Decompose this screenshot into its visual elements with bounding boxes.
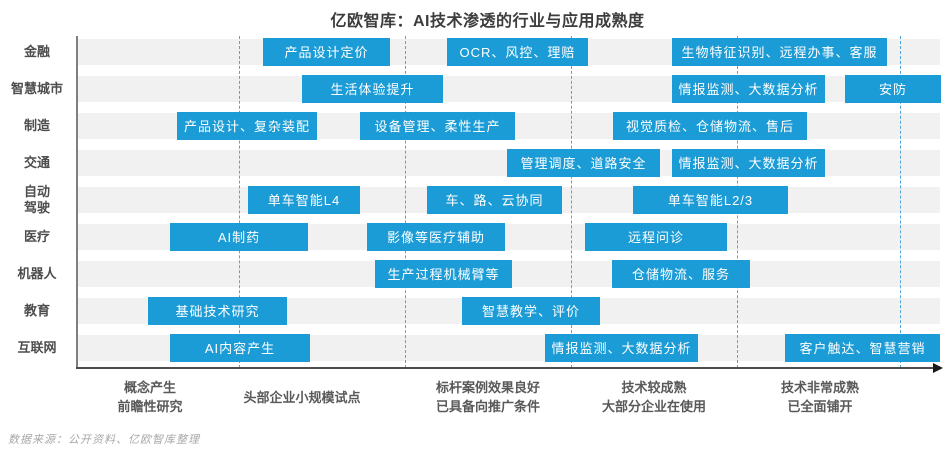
maturity-bar: 产品设计、复杂装配 [177,111,317,140]
maturity-bar: 情报监测、大数据分析 [672,148,825,177]
stage-label-line: 概念产生 [123,380,177,395]
maturity-bar: 仓储物流、服务 [612,259,750,288]
maturity-bar: 远程问诊 [585,222,727,251]
row-label: 金融 [0,33,74,71]
maturity-bar: 产品设计定价 [263,37,390,66]
stage-label-line: 技术非常成熟 [780,380,860,395]
row-label-line: 自动 [23,183,50,199]
stage-gridline [571,36,572,368]
maturity-bar: 生产过程机械臂等 [375,259,512,288]
stage-label: 头部企业小规模试点 [243,376,360,418]
maturity-bar: 基础技术研究 [148,296,287,325]
maturity-bar: 设备管理、柔性生产 [360,111,515,140]
row-label-line: 教育 [23,302,50,318]
row-label-line: 制造 [23,117,50,133]
stage-label: 概念产生前瞻性研究 [117,376,182,418]
maturity-bar: 情报监测、大数据分析 [672,74,825,103]
maturity-bar: 单车智能L4 [248,185,360,214]
stage-gridline [239,36,240,368]
maturity-bar: 情报监测、大数据分析 [545,333,698,362]
row-label-line: 金融 [23,43,50,59]
maturity-bar: 客户触达、智慧营销 [785,333,940,362]
row-label-line: 智慧城市 [10,80,63,96]
row-label-line: 交通 [23,154,50,170]
stage-label-line: 大部分企业在使用 [601,399,707,414]
stage-label: 技术较成熟大部分企业在使用 [602,376,706,418]
stage-gridline [405,36,406,368]
maturity-bar: 视觉质检、仓储物流、售后 [613,111,807,140]
row-label-line: 机器人 [17,265,57,281]
row-label: 互联网 [0,329,74,367]
stage-label: 标杆案例效果良好已具备向推广条件 [436,376,540,418]
row-label: 智慧城市 [0,70,74,108]
row-label-line: 医疗 [23,228,50,244]
chart-title: 亿欧智库：AI技术渗透的行业与应用成熟度 [330,13,645,30]
row-label: 制造 [0,107,74,145]
stage-label-line: 标杆案例效果良好 [435,380,541,395]
row-label: 自动驾驶 [0,181,74,219]
maturity-bar: 生活体验提升 [302,74,443,103]
stage-gridline [900,36,901,368]
maturity-bar: 智慧教学、评价 [462,296,600,325]
stage-label: 技术非常成熟已全面铺开 [781,376,859,418]
maturity-bar: 安防 [845,74,941,103]
row-label: 医疗 [0,218,74,256]
row-label-line: 驾驶 [23,199,50,215]
maturity-bar: 管理调度、道路安全 [507,148,660,177]
maturity-bar: AI制药 [170,222,308,251]
maturity-bar: AI内容产生 [170,333,310,362]
stage-label-line: 技术较成熟 [621,380,687,395]
maturity-bar: 生物特征识别、远程办事、客服 [672,37,887,66]
maturity-bar: 车、路、云协同 [427,185,562,214]
stage-label-line: 头部企业小规模试点 [243,389,361,405]
row-label: 交通 [0,144,74,182]
stage-label-line: 前瞻性研究 [117,399,183,414]
stage-label-line: 已具备向推广条件 [435,399,541,414]
x-axis-line [76,367,934,369]
maturity-bar: 影像等医疗辅助 [367,222,505,251]
row-label: 教育 [0,292,74,330]
maturity-bar: 单车智能L2/3 [633,185,788,214]
stage-label-line: 已全面铺开 [787,399,853,414]
y-axis-line [76,36,78,368]
source-note: 数据来源：公开资料、亿欧智库整理 [8,434,200,446]
row-label: 机器人 [0,255,74,293]
row-label-line: 互联网 [17,339,57,355]
maturity-bar: OCR、风控、理赔 [447,37,588,66]
x-axis-arrow-icon [933,363,943,373]
